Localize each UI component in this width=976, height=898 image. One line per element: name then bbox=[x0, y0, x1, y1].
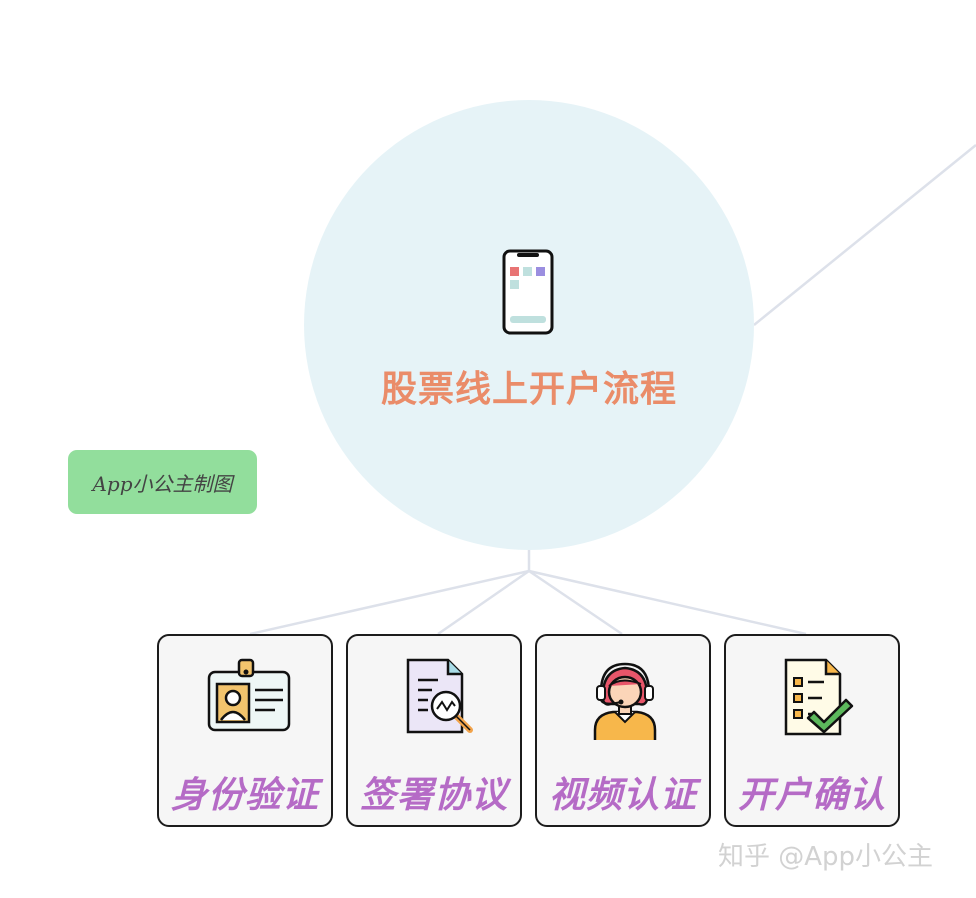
watermark: 知乎 @App小公主 bbox=[718, 842, 934, 872]
id-card-icon bbox=[207, 658, 291, 732]
document-search-icon bbox=[406, 658, 473, 734]
connector-offscreen bbox=[753, 144, 976, 326]
connector-step-2 bbox=[437, 569, 530, 636]
smartphone-icon bbox=[502, 249, 554, 335]
step-label: 身份验证 bbox=[170, 775, 319, 816]
checklist-icon bbox=[784, 658, 854, 736]
step-label: 签署协议 bbox=[359, 775, 508, 816]
connector-step-4 bbox=[528, 569, 807, 636]
step-label: 开户确认 bbox=[737, 775, 886, 816]
connector-step-1 bbox=[249, 569, 530, 636]
connector-step-3 bbox=[528, 569, 623, 636]
author-tag: App小公主制图 bbox=[68, 450, 257, 514]
step-card-sign-agreement[interactable]: 签署协议 bbox=[346, 634, 522, 827]
step-label: 视频认证 bbox=[548, 775, 697, 816]
step-card-id-verification[interactable]: 身份验证 bbox=[157, 634, 333, 827]
step-card-video-verification[interactable]: 视频认证 bbox=[535, 634, 711, 827]
center-title: 股票线上开户流程 bbox=[380, 369, 677, 410]
support-agent-icon bbox=[593, 662, 657, 740]
step-card-account-confirmation[interactable]: 开户确认 bbox=[724, 634, 900, 827]
